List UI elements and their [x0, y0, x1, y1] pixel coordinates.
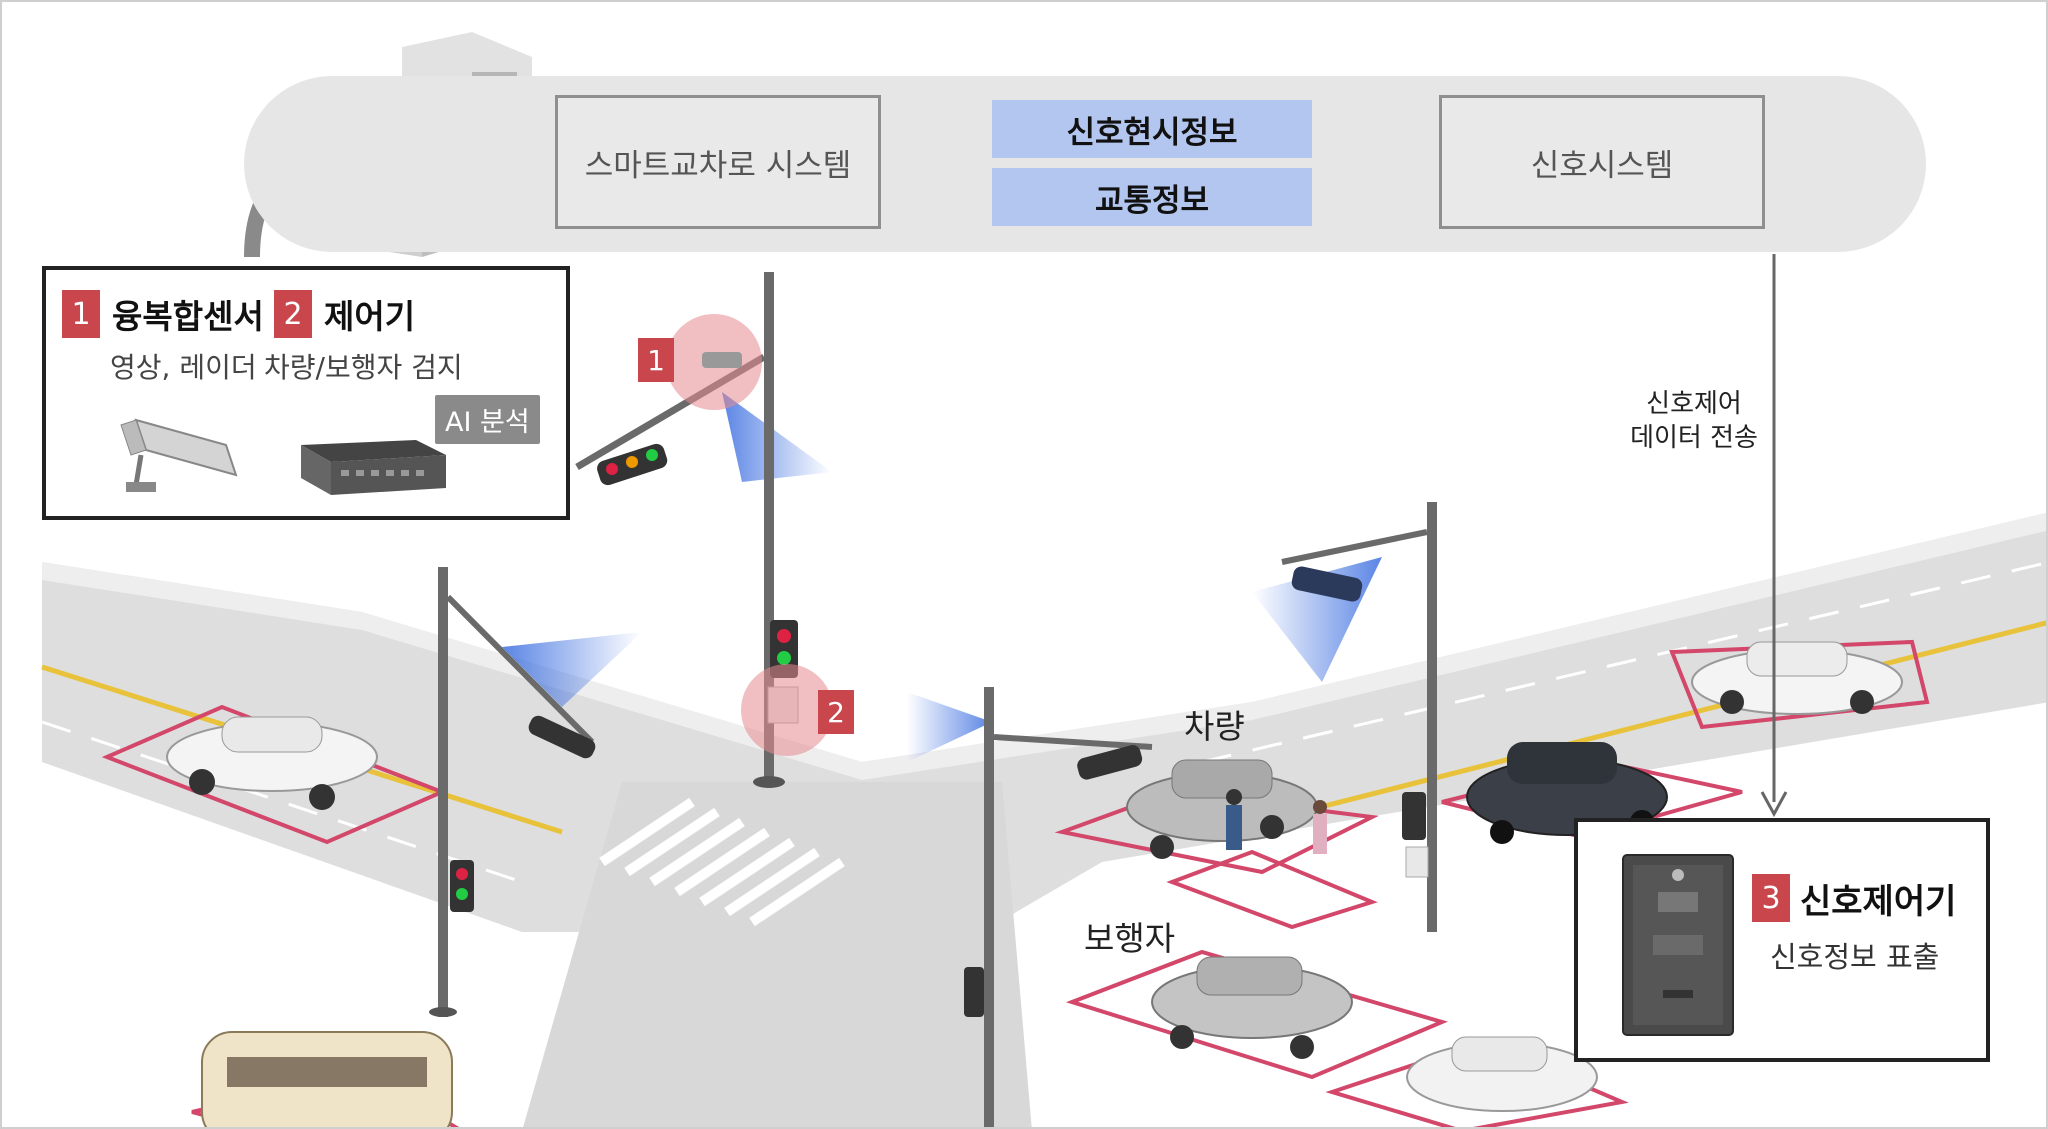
signal-control-line1: 신호제어	[1646, 389, 1742, 419]
sensor-title: 융복합센서	[112, 297, 264, 336]
controller-highlight	[741, 664, 833, 756]
signal-system-box: 신호시스템	[1439, 95, 1765, 229]
controller-title: 제어기	[324, 297, 416, 336]
marker-1: 1	[638, 338, 674, 382]
ai-analysis-tag: AI 분석	[435, 395, 540, 444]
badge-1: 1	[62, 290, 100, 338]
signal-control-arrowhead-icon	[1760, 791, 1788, 818]
sensor-panel: 1 융복합센서 2 제어기 영상, 레이더 차량/보행자 검지 AI 분석	[42, 266, 570, 520]
signal-poles	[429, 272, 1437, 1127]
sensor-desc: 영상, 레이더	[110, 351, 257, 384]
smart-intersection-system-box: 스마트교차로 시스템	[555, 95, 881, 229]
car-south	[1406, 1036, 1598, 1112]
pedestrians	[1226, 789, 1327, 854]
badge-2: 2	[274, 290, 312, 338]
camera-sensor-icon	[120, 418, 238, 492]
label-pedestrian: 보행자	[1084, 919, 1176, 958]
sensor-camera-icon	[702, 352, 742, 368]
signal-controller-panel: 3 신호제어기 신호정보 표출	[1574, 818, 1990, 1062]
badge-3: 3	[1752, 874, 1790, 922]
car-west	[166, 716, 378, 810]
suv-vehicle	[1126, 759, 1318, 859]
signal-control-label: 신호제어 데이터 전송	[1614, 387, 1774, 455]
traffic-info-box: 교통정보	[992, 168, 1312, 226]
marker-2: 2	[818, 690, 854, 734]
vehicles	[166, 641, 1903, 1127]
signal-controller-title: 신호제어기	[1800, 882, 1957, 922]
label-vehicle: 차량	[1184, 707, 1245, 746]
signal-controller-desc: 신호정보 표출	[1770, 940, 1940, 974]
signal-control-line2: 데이터 전송	[1630, 423, 1758, 453]
signal-display-info-box: 신호현시정보	[992, 100, 1312, 158]
controller-desc: 차량/보행자 검지	[264, 351, 463, 384]
car-east	[1691, 641, 1903, 715]
bus	[201, 1031, 453, 1127]
suv-pedestrian-lane	[1151, 956, 1353, 1059]
signal-controller-cabinet-icon	[1622, 854, 1734, 1036]
crosswalk-north	[599, 797, 845, 927]
ai-controller-icon	[301, 440, 446, 495]
